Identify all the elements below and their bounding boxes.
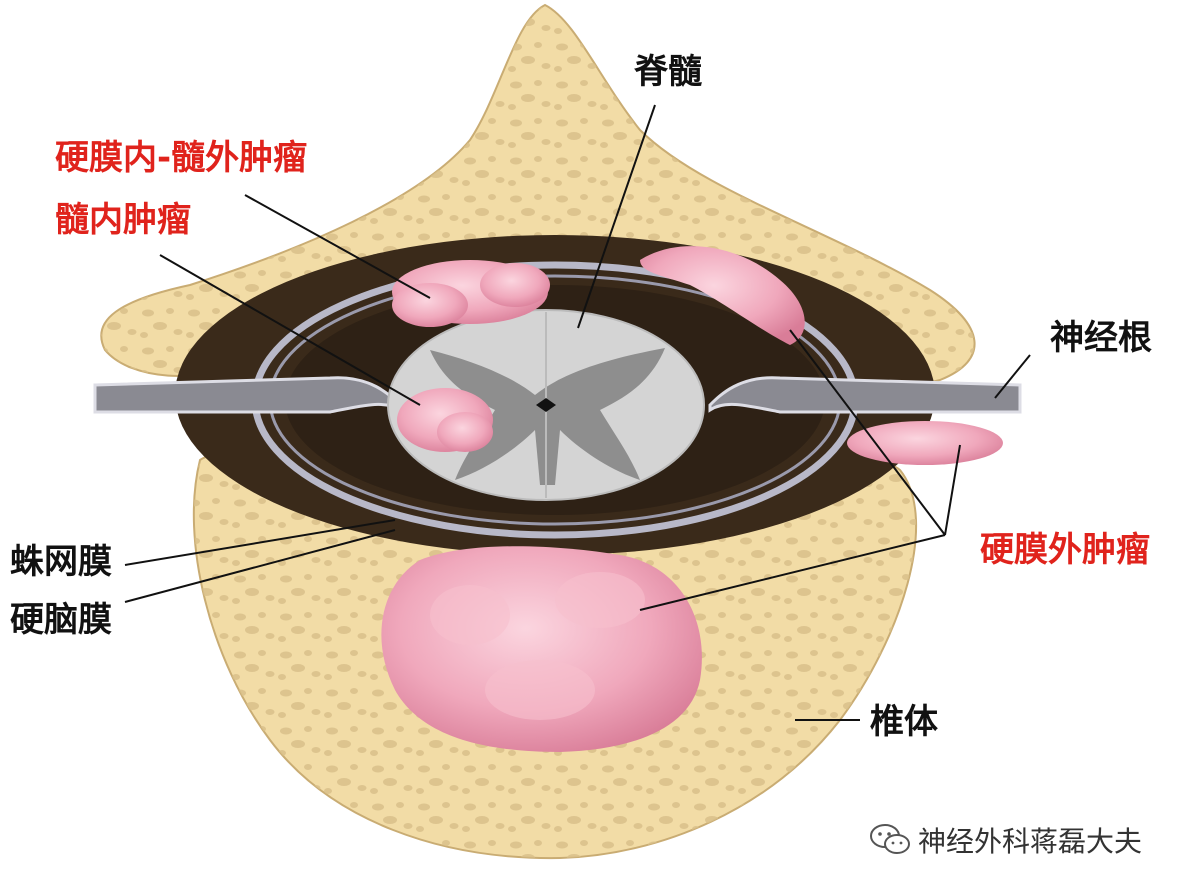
label-dura-mater: 硬脑膜 — [10, 600, 112, 640]
intramedullary-tumor — [397, 388, 493, 452]
label-intramedullary-tumor: 髓内肿瘤 — [55, 200, 191, 240]
watermark: 神经外科蒋磊大夫 — [868, 820, 1142, 860]
label-nerve-root: 神经根 — [1050, 318, 1152, 358]
watermark-text: 神经外科蒋磊大夫 — [918, 825, 1143, 858]
label-arachnoid: 蛛网膜 — [10, 542, 112, 582]
label-vertebral-body: 椎体 — [870, 702, 938, 742]
label-intradural-extramedullary-tumor: 硬膜内-髓外肿瘤 — [55, 138, 308, 178]
wechat-icon — [870, 824, 910, 854]
extradural-tumor-anterior — [381, 546, 702, 752]
spinal-cord — [387, 309, 705, 501]
extradural-tumor-upper — [640, 246, 805, 345]
label-spinal-cord: 脊髓 — [634, 52, 702, 92]
extradural-tumor-root — [847, 421, 1003, 465]
label-extradural-tumor: 硬膜外肿瘤 — [980, 530, 1150, 570]
leader-lines — [124, 104, 1031, 721]
intradural-extramedullary-tumor — [392, 260, 550, 327]
nerve-roots — [93, 376, 1022, 414]
